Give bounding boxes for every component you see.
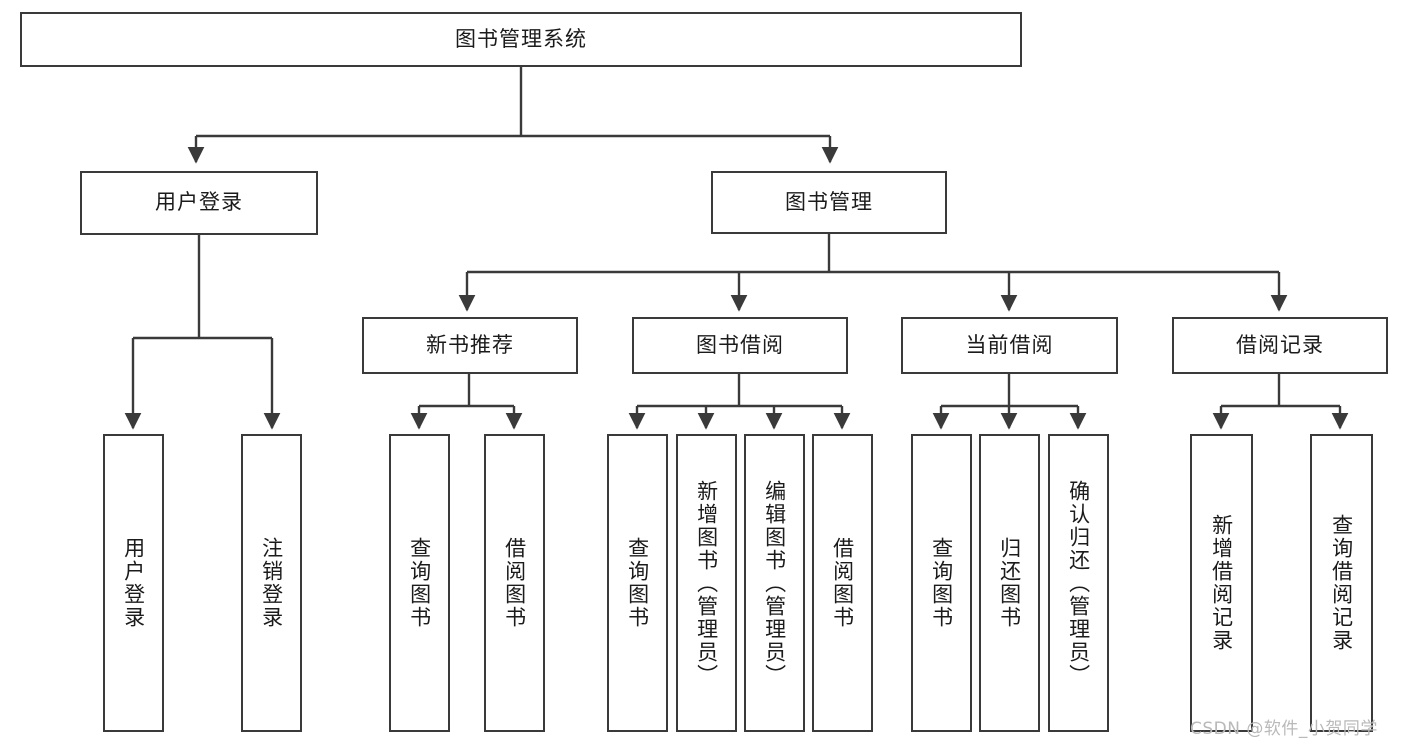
node-user-login[interactable]: 用户登录 <box>80 171 318 235</box>
leaf-current-borrow-return[interactable]: 归还图书 <box>979 434 1040 732</box>
node-root-label: 图书管理系统 <box>455 26 587 51</box>
node-book-borrow-label: 图书借阅 <box>696 332 784 357</box>
leaf-borrow-record-query[interactable]: 查询借阅记录 <box>1310 434 1373 732</box>
leaf-label: 注销登录 <box>259 537 284 629</box>
leaf-label: 编辑图书（管理员） <box>762 479 787 687</box>
node-book-management[interactable]: 图书管理 <box>711 171 947 234</box>
node-current-borrow[interactable]: 当前借阅 <box>901 317 1118 374</box>
leaf-new-book-borrow[interactable]: 借阅图书 <box>484 434 545 732</box>
node-borrow-record-label: 借阅记录 <box>1236 332 1324 357</box>
leaf-label: 新增借阅记录 <box>1209 514 1234 652</box>
csdn-watermark: CSDN @软件_小贺同学 <box>1190 719 1378 739</box>
node-new-book-recommend-label: 新书推荐 <box>426 332 514 357</box>
node-book-borrow[interactable]: 图书借阅 <box>632 317 848 374</box>
leaf-current-borrow-query[interactable]: 查询图书 <box>911 434 972 732</box>
node-book-management-label: 图书管理 <box>785 189 873 214</box>
leaf-label: 用户登录 <box>121 537 146 629</box>
leaf-new-book-query[interactable]: 查询图书 <box>389 434 450 732</box>
leaf-book-borrow-edit[interactable]: 编辑图书（管理员） <box>744 434 805 732</box>
leaf-label: 查询图书 <box>929 537 954 629</box>
node-borrow-record[interactable]: 借阅记录 <box>1172 317 1388 374</box>
node-current-borrow-label: 当前借阅 <box>965 332 1054 357</box>
leaf-label: 查询图书 <box>407 537 432 629</box>
node-new-book-recommend[interactable]: 新书推荐 <box>362 317 578 374</box>
leaf-book-borrow-borrow[interactable]: 借阅图书 <box>812 434 873 732</box>
leaf-label: 归还图书 <box>997 537 1022 629</box>
leaf-label: 确认归还（管理员） <box>1066 479 1091 687</box>
leaf-label: 新增图书（管理员） <box>694 479 719 687</box>
leaf-user-login-login[interactable]: 用户登录 <box>103 434 164 732</box>
leaf-current-borrow-confirm-return[interactable]: 确认归还（管理员） <box>1048 434 1109 732</box>
leaf-book-borrow-add[interactable]: 新增图书（管理员） <box>676 434 737 732</box>
leaf-borrow-record-add[interactable]: 新增借阅记录 <box>1190 434 1253 732</box>
leaf-label: 查询图书 <box>625 537 650 629</box>
leaf-label: 借阅图书 <box>502 537 527 629</box>
leaf-label: 查询借阅记录 <box>1329 514 1354 652</box>
leaf-book-borrow-query[interactable]: 查询图书 <box>607 434 668 732</box>
node-root[interactable]: 图书管理系统 <box>20 12 1022 67</box>
node-user-login-label: 用户登录 <box>155 190 243 215</box>
leaf-user-login-logout[interactable]: 注销登录 <box>241 434 302 732</box>
leaf-label: 借阅图书 <box>830 537 855 629</box>
